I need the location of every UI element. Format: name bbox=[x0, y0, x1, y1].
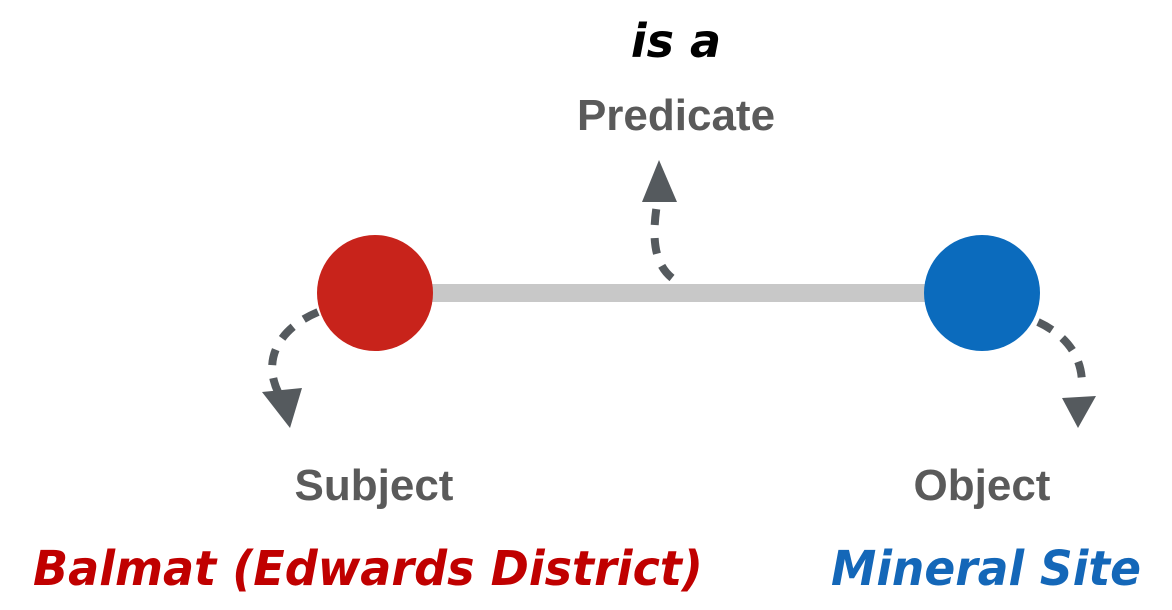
object-arrowhead-icon bbox=[1062, 396, 1096, 428]
object-node bbox=[924, 235, 1040, 351]
predicate-arrow bbox=[650, 197, 675, 282]
object-arrow bbox=[1036, 318, 1086, 385]
object-value: Mineral Site bbox=[831, 541, 1141, 597]
subject-arrowhead-icon bbox=[262, 388, 302, 428]
predicate-value: is a bbox=[631, 14, 721, 68]
subject-label: Subject bbox=[295, 461, 454, 510]
subject-value: Balmat (Edwards District) bbox=[33, 541, 703, 597]
predicate-label: Predicate bbox=[577, 91, 775, 140]
subject-node bbox=[317, 235, 433, 351]
subject-arrow bbox=[268, 308, 320, 394]
predicate-arrowhead-icon bbox=[642, 160, 677, 202]
object-label: Object bbox=[914, 461, 1051, 510]
